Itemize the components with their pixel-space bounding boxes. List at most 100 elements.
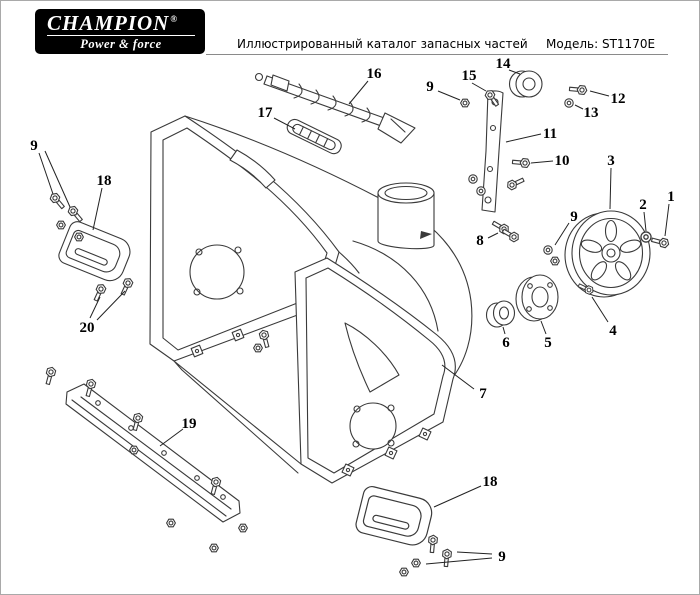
callout-leader-line <box>589 90 610 97</box>
callout-leader-line <box>425 557 493 565</box>
fastener-bolt <box>43 365 57 386</box>
callout-leader-line <box>92 187 103 231</box>
fastener-bolt <box>48 191 67 211</box>
callout-leader-line <box>508 69 521 75</box>
callout-leader-line <box>44 150 71 208</box>
fastener-nut <box>166 518 176 528</box>
callout-leader-line <box>487 232 499 239</box>
champion-logo: CHAMPION® Power & force <box>35 9 205 54</box>
fastener-washer <box>564 98 574 108</box>
callout-leader-line <box>609 167 612 210</box>
callout-leader-line <box>96 290 126 321</box>
part-number-label: 11 <box>543 126 557 142</box>
callout-leader-line <box>554 222 570 246</box>
callout-leader-line <box>273 117 296 130</box>
brand-mark-icon <box>420 231 432 239</box>
part-number-label: 19 <box>182 416 197 432</box>
header-rule <box>206 54 668 55</box>
part-17-bracket <box>286 118 342 155</box>
part-number-label: 14 <box>496 56 512 72</box>
fastener-washer <box>468 174 478 184</box>
fastener-nut <box>74 232 84 242</box>
part-number-label: 3 <box>607 153 615 169</box>
part-number-label: 13 <box>584 105 599 121</box>
part-number-label: 5 <box>544 335 552 351</box>
callout-leader-line <box>471 82 487 92</box>
part-number-label: 8 <box>476 233 484 249</box>
fastener-nut <box>56 220 66 230</box>
callout-leader-line <box>591 296 609 323</box>
model-label: Модель: ST1170E <box>546 37 656 51</box>
callout-leader-line <box>89 296 101 319</box>
skid-shoe-right <box>355 486 433 546</box>
part-number-label: 15 <box>462 68 477 84</box>
part-number-label: 17 <box>258 105 274 121</box>
fastener-washer <box>640 231 652 243</box>
callout-leader-line <box>159 428 184 447</box>
callout-leader-line <box>437 90 461 101</box>
callout-leader-line <box>441 364 475 390</box>
part-number-label: 6 <box>502 335 510 351</box>
callout-leader-line <box>348 80 369 105</box>
callout-leader-line <box>502 326 506 335</box>
pulley <box>564 210 651 298</box>
fastener-bolt <box>66 204 85 224</box>
part-number-label: 4 <box>609 323 617 339</box>
callout-leader-line <box>530 160 554 164</box>
part-number-label: 12 <box>611 91 626 107</box>
fastener-nut <box>550 256 560 266</box>
logo-divider <box>47 35 195 37</box>
scraper-bar <box>65 383 241 523</box>
callout-leader-line <box>574 104 584 110</box>
part-number-label: 1 <box>667 189 675 205</box>
callout-leader-line <box>643 211 647 232</box>
fastener-washer <box>476 186 486 196</box>
logo-title: CHAMPION® <box>47 11 179 35</box>
fastener-nut <box>460 98 470 108</box>
fastener-nut <box>399 567 409 577</box>
fastener-bolt <box>505 175 526 192</box>
bushing <box>485 300 516 328</box>
fastener-nut <box>238 523 248 533</box>
fastener-bolt <box>118 276 135 297</box>
fastener-bolt <box>511 157 531 169</box>
housing-right-panel <box>294 257 456 484</box>
callout-leader-line <box>456 551 493 555</box>
part-number-label: 20 <box>80 320 95 336</box>
callout-leader-line <box>505 133 542 143</box>
auger-shaft <box>254 72 416 144</box>
part-number-label: 9 <box>30 138 38 154</box>
part-number-label: 9 <box>570 209 578 225</box>
skid-shoe-left <box>58 221 131 282</box>
fastener-nut <box>411 558 421 568</box>
part-number-label: 7 <box>479 386 487 402</box>
catalog-title: Иллюстрированный каталог запасных частей <box>237 37 528 51</box>
fastener-bolt <box>441 548 453 568</box>
fastener-bolt <box>500 226 521 244</box>
fastener-washer <box>543 245 553 255</box>
part-number-label: 18 <box>97 173 112 189</box>
fastener-bolt <box>427 534 439 554</box>
part-number-label: 18 <box>483 474 498 490</box>
part-number-label: 10 <box>555 153 570 169</box>
fastener-nut <box>209 543 219 553</box>
part-number-label: 9 <box>426 79 434 95</box>
part-number-label: 2 <box>639 197 647 213</box>
support-bracket <box>481 90 504 213</box>
fastener-nut <box>253 343 263 353</box>
registered-mark-icon: ® <box>170 14 179 24</box>
callout-leader-line <box>38 152 54 195</box>
part-number-label: 16 <box>367 66 383 82</box>
fastener-bolt <box>650 235 671 249</box>
callout-leader-line <box>433 485 482 508</box>
bearing-flange <box>515 274 559 322</box>
callout-leader-line <box>540 320 547 335</box>
callout-leader-line <box>664 203 670 237</box>
idler-roller <box>508 70 543 98</box>
part-number-label: 9 <box>498 549 506 565</box>
logo-tagline: Power & force <box>80 37 162 52</box>
chute-neck <box>377 182 435 250</box>
